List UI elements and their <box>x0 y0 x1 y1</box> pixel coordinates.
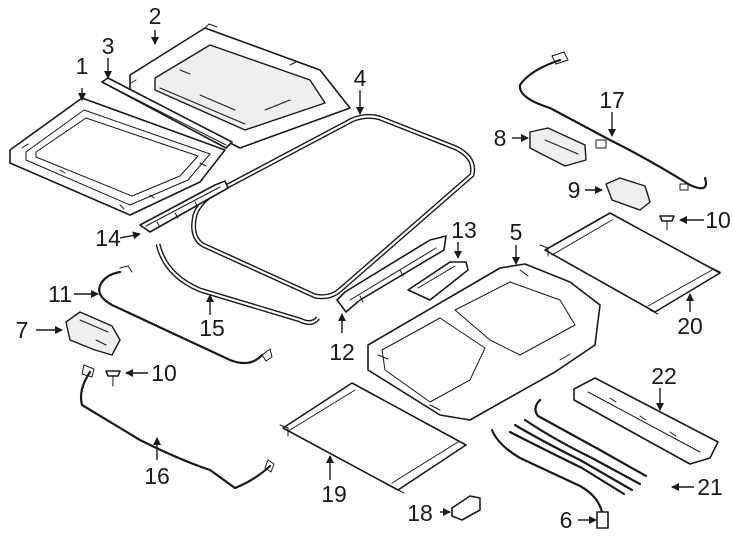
callout-19: 19 <box>321 481 347 507</box>
callout-20: 20 <box>677 313 703 339</box>
callout-21: 21 <box>697 474 723 500</box>
part-10-screw-right <box>659 215 675 231</box>
part-20-sunshade <box>539 212 721 315</box>
callout-22: 22 <box>651 363 677 389</box>
callout-10-right: 10 <box>705 207 731 233</box>
callout-14: 14 <box>95 225 121 251</box>
part-19-sunshade <box>279 382 467 494</box>
part-13-bracket <box>407 261 469 301</box>
callout-5: 5 <box>510 219 523 245</box>
part-21-cables <box>508 398 648 496</box>
part-16-harness <box>79 364 275 490</box>
part-10-screw-left <box>105 370 121 387</box>
callout-12: 12 <box>329 339 355 365</box>
leader-lines <box>36 30 704 524</box>
callout-2: 2 <box>149 3 162 29</box>
part-18-clip <box>451 495 481 521</box>
callout-3: 3 <box>102 33 115 59</box>
part-11-drain-hose <box>98 265 273 365</box>
callout-18: 18 <box>407 500 433 526</box>
callout-16: 16 <box>144 463 170 489</box>
part-5-frame <box>367 263 601 421</box>
callouts: 1 2 3 4 5 6 7 8 9 10 10 11 12 13 14 15 1… <box>16 3 731 533</box>
callout-13: 13 <box>451 217 477 243</box>
callout-10-left: 10 <box>151 360 177 386</box>
part-8-module <box>529 127 587 167</box>
callout-9: 9 <box>568 177 581 203</box>
part-3-trim-strip <box>101 77 233 149</box>
callout-1: 1 <box>76 53 89 79</box>
part-9-motor <box>605 177 651 211</box>
part-6-hose <box>490 428 609 529</box>
callout-15: 15 <box>199 315 225 341</box>
callout-7: 7 <box>16 317 29 343</box>
part-12-bracket <box>336 235 447 313</box>
part-14-side-rail <box>139 180 229 233</box>
part-15-seal-strip <box>155 243 320 326</box>
part-7-motor <box>65 311 121 356</box>
callout-4: 4 <box>354 65 367 91</box>
callout-17: 17 <box>599 87 625 113</box>
part-17-harness <box>518 51 708 191</box>
callout-8: 8 <box>494 125 507 151</box>
callout-6: 6 <box>560 507 573 533</box>
callout-11: 11 <box>48 281 72 307</box>
part-22-bracket <box>573 377 719 465</box>
part-1-glass-panel <box>9 97 226 216</box>
